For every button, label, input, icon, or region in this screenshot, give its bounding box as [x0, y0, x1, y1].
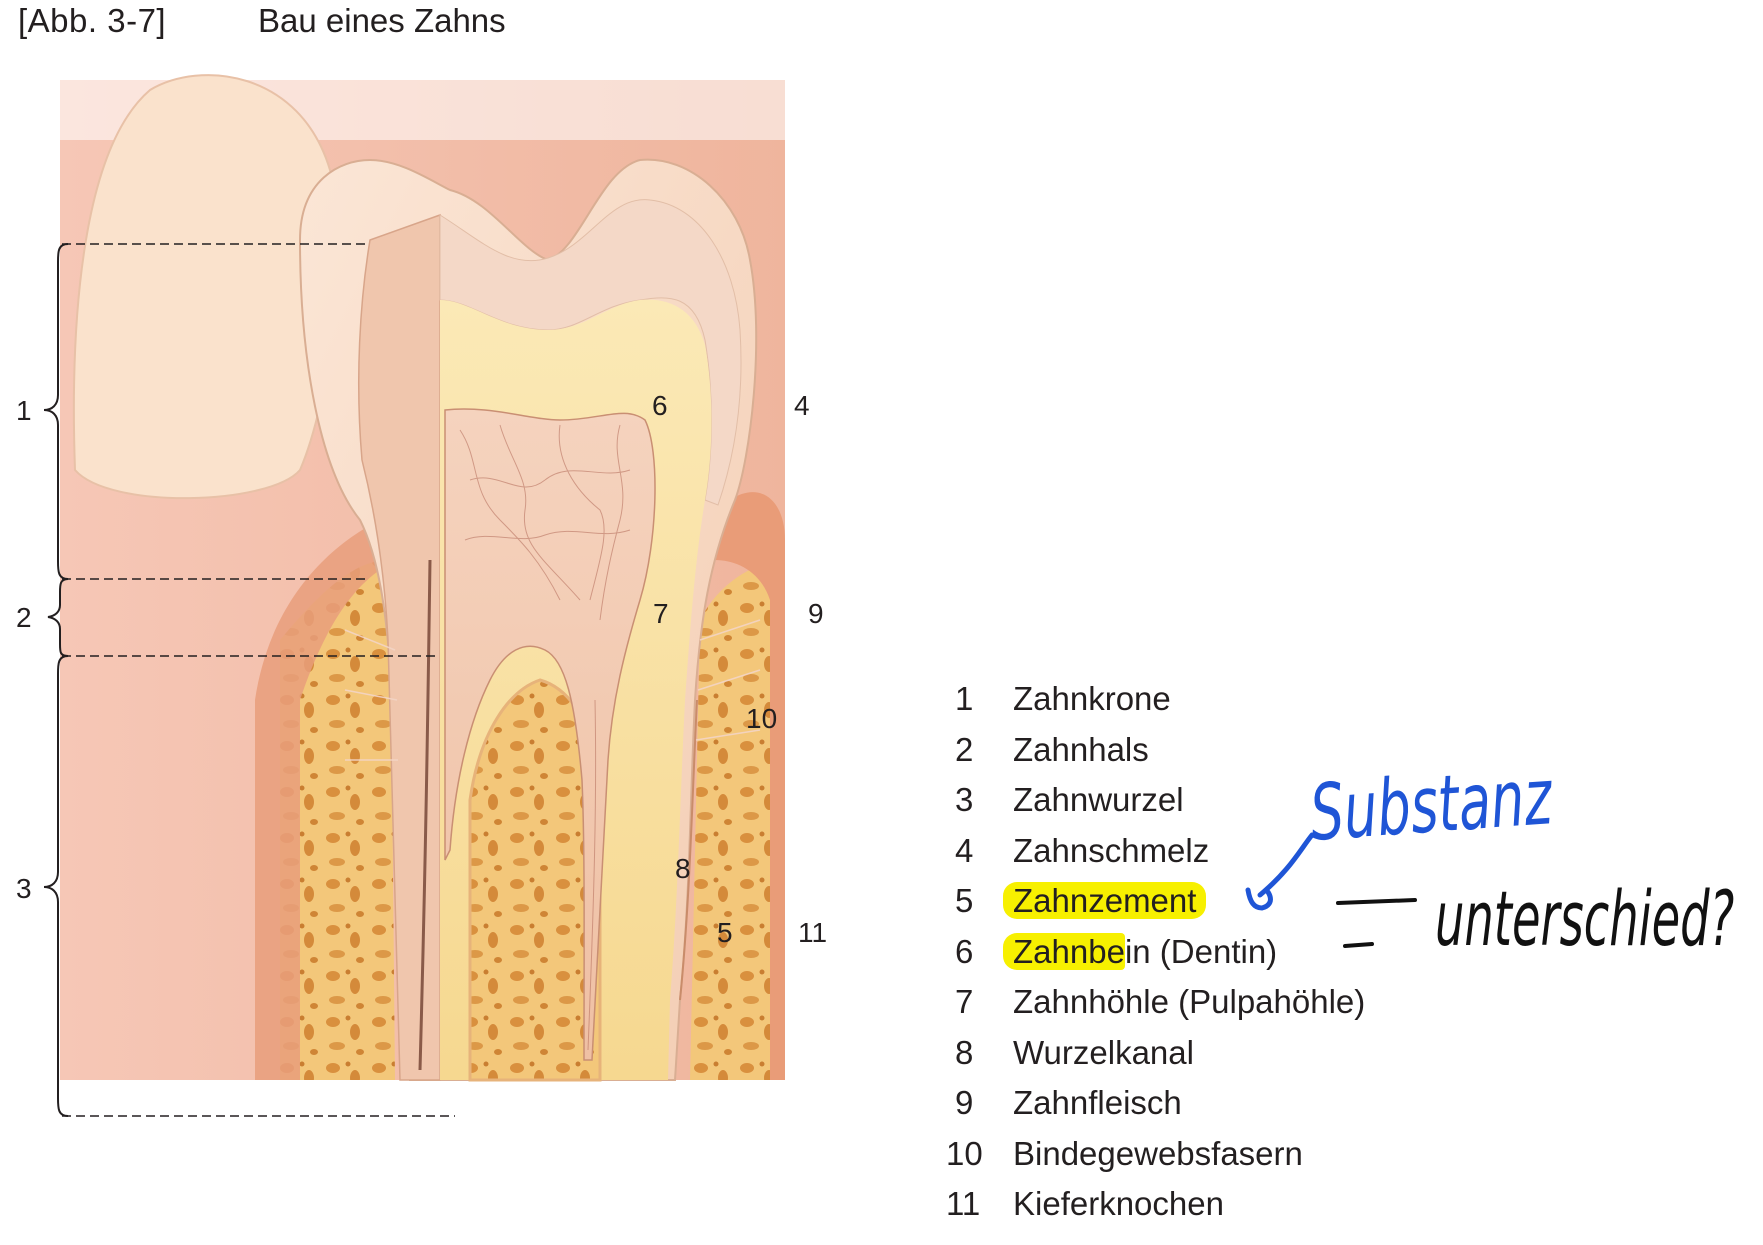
dash-mark	[1336, 898, 1417, 905]
connective-fibers	[344, 619, 761, 761]
legend-number: 2	[955, 730, 974, 768]
handwritten-annotations: Substanz unterschied?	[1245, 751, 1734, 963]
neighbor-tooth	[72, 74, 340, 500]
handwritten-note-black: unterschied?	[1435, 875, 1734, 963]
jaw-bone-right	[690, 560, 785, 1080]
jaw-bone-left	[280, 560, 395, 1080]
label-11: 11	[798, 917, 827, 948]
brackets	[43, 243, 69, 1117]
label-4: 4	[794, 390, 810, 421]
legend-text: Zahnbein (Dentin)	[1003, 929, 1278, 975]
guide-lines	[62, 243, 455, 1117]
root-canal-left	[418, 559, 432, 1071]
legend-text: Zahnfleisch	[1013, 1084, 1182, 1121]
bracket-label-3: 3	[16, 873, 32, 904]
legend-text: Zahnzement	[1003, 878, 1207, 924]
dash-mark	[1343, 942, 1374, 948]
label-10: 10	[746, 703, 777, 734]
legend-text: Wurzelkanal	[1013, 1033, 1194, 1071]
legend-number: 9	[955, 1084, 974, 1121]
gum-right	[715, 492, 785, 1080]
bracket-label-1: 1	[16, 395, 32, 426]
legend-number: 4	[955, 831, 974, 869]
legend-text: Zahnschmelz	[1013, 831, 1210, 869]
bracket-label-2: 2	[16, 602, 32, 633]
figure-number: [Abb. 3-7]	[18, 2, 167, 39]
legend-text: Zahnwurzel	[1013, 781, 1184, 818]
legend-text-rest: in (Dentin)	[1124, 932, 1278, 970]
legend-number: 10	[946, 1134, 983, 1172]
arrow-icon	[1245, 832, 1315, 911]
legend-number: 5	[955, 882, 974, 919]
cementum-line	[679, 699, 698, 1001]
legend-number: 7	[955, 983, 974, 1020]
label-6: 6	[652, 390, 668, 421]
legend-text: Zahnhöhle (Pulpahöhle)	[1013, 983, 1366, 1020]
legend-text: Zahnkrone	[1013, 680, 1171, 717]
tooth-illustration: 1 2 3 4 5 6 7 8 9 10 11	[16, 74, 827, 1117]
legend-number: 3	[955, 781, 974, 818]
gum-left	[255, 520, 398, 1080]
highlight-mark: Zahnzement	[1003, 882, 1207, 919]
label-9: 9	[808, 598, 824, 629]
legend-text: Bindegewebsfasern	[1013, 1134, 1303, 1172]
legend-number: 6	[955, 932, 974, 970]
legend-number: 8	[955, 1033, 974, 1071]
legend-text: Kieferknochen	[1013, 1185, 1224, 1222]
label-7: 7	[653, 598, 669, 629]
pulp-cavity	[444, 408, 656, 1061]
pulp-vessels	[459, 424, 631, 1051]
enamel-section	[439, 199, 742, 506]
label-5: 5	[717, 917, 733, 948]
legend-text: Zahnhals	[1013, 730, 1149, 768]
highlight-mark: Zahnbe	[1003, 932, 1125, 970]
figure-title: Bau eines Zahns	[258, 2, 506, 39]
label-8: 8	[675, 853, 691, 884]
legend-number: 1	[955, 680, 974, 717]
cut-plane	[357, 213, 441, 1081]
handwritten-note-blue: Substanz	[1307, 751, 1556, 859]
legend-number: 11	[946, 1185, 981, 1222]
